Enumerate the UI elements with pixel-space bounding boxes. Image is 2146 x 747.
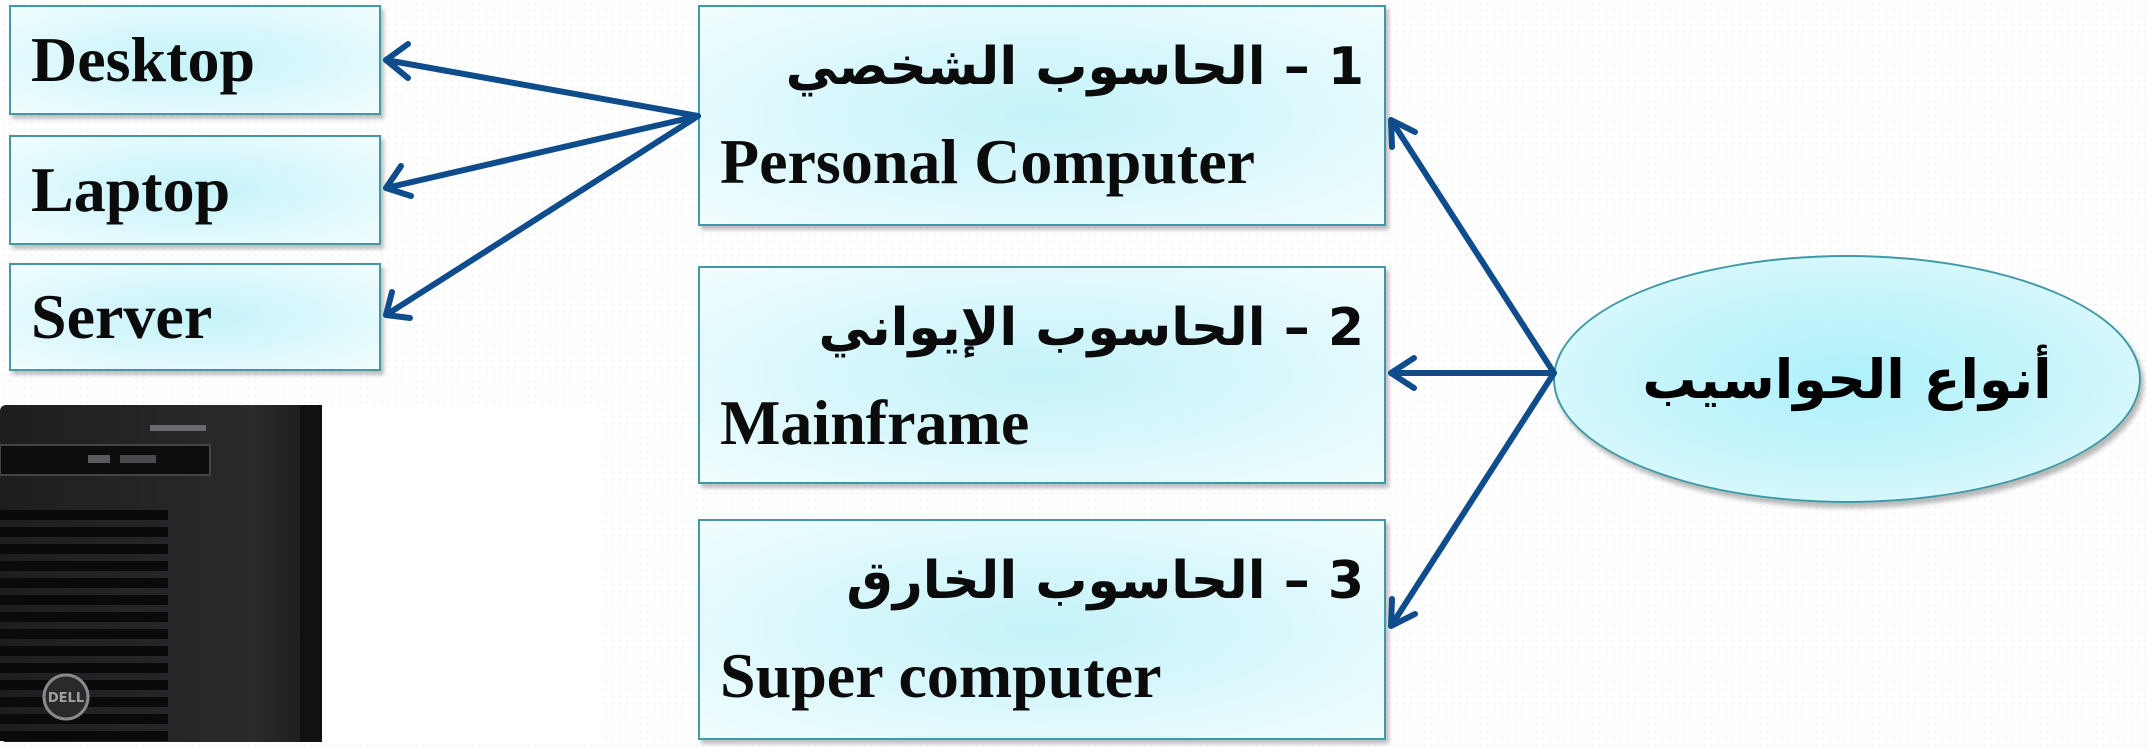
arrow-to-super-computer (1388, 370, 1557, 629)
dell-logo-text: DELL (48, 691, 84, 706)
arrowhead-laptop-icon (383, 163, 414, 199)
arrowhead-super-computer-icon (1388, 596, 1418, 629)
mainframe-box: 2 – الحاسوب الإيواني Mainframe (698, 266, 1386, 484)
personal-computer-arabic: 1 – الحاسوب الشخصي (785, 37, 1364, 97)
arrow-to-server (383, 113, 701, 318)
arrow-to-laptop (383, 113, 701, 191)
server-label: Server (31, 281, 213, 352)
mainframe-english: Mainframe (720, 387, 1030, 458)
computer-types-label: أنواع الحواسيب (1642, 347, 2052, 411)
personal-computer-box: 1 – الحاسوب الشخصي Personal Computer (698, 5, 1386, 226)
arrow-to-desktop (383, 57, 701, 119)
personal-computer-english: Personal Computer (720, 126, 1256, 197)
arrowhead-desktop-icon (383, 41, 411, 81)
server-box: Server (9, 263, 381, 371)
super-computer-box: 3 – الحاسوب الخارق Super computer (698, 519, 1386, 740)
super-computer-english: Super computer (720, 640, 1162, 711)
computer-types-ellipse: أنواع الحواسيب (1553, 255, 2141, 503)
arrow-to-personal-computer (1388, 117, 1557, 376)
mainframe-arabic: 2 – الحاسوب الإيواني (818, 298, 1364, 358)
arrowhead-mainframe-icon (1388, 355, 1417, 391)
laptop-label: Laptop (31, 154, 231, 225)
arrowhead-server-icon (383, 289, 413, 321)
desktop-label: Desktop (31, 24, 256, 95)
laptop-box: Laptop (9, 135, 381, 245)
super-computer-arabic: 3 – الحاسوب الخارق (846, 551, 1364, 611)
dell-server-tower-image: DELL (0, 405, 602, 742)
server-image: DELL (0, 405, 602, 742)
desktop-box: Desktop (9, 5, 381, 115)
arrowhead-personal-computer-icon (1388, 117, 1418, 150)
